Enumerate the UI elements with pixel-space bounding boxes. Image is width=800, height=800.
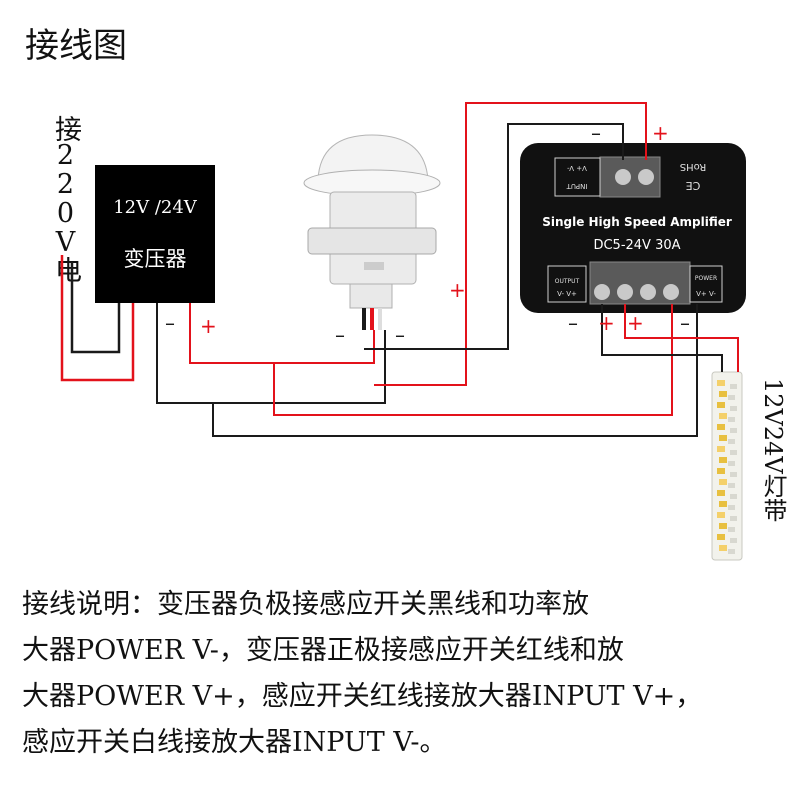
power-plus-mark: + [627,311,644,335]
led-chips [717,380,737,554]
transformer-voltage: 12V /24V [113,197,197,218]
led-resistor [728,527,735,532]
amplifier-name: Single High Speed Amplifier [542,215,732,229]
amplifier-output-label: OUTPUT [555,278,580,285]
led-resistor [728,549,735,554]
led-chip [717,446,725,452]
amplifier-power-terminals: V+ V- [696,290,716,298]
sensor-right-minus-mark: – [395,323,405,347]
led-resistor [728,395,735,400]
led-chip [717,490,725,496]
mains-label: 接220V电 [50,115,81,281]
input-minus-mark: – [591,121,601,145]
led-chip [719,545,727,551]
led-chip [717,512,725,518]
wire-power-minus [212,304,698,437]
amplifier-input-terminals: V+ V- [567,164,587,172]
amplifier-output-terminals: V- V+ [557,290,577,298]
instruction-line-4: 感应开关白线接放大器INPUT V-。 [22,727,447,758]
polarity-marks: – + – – + – + – + + – [165,121,690,347]
wire-xfmr-minus-to-sensor-black [156,303,386,404]
amplifier-input-label: INPUT [566,182,588,190]
led-resistor [730,538,737,543]
mains-wire-black [70,262,121,354]
mains-wires [60,255,135,382]
amplifier-input-panel [554,157,601,197]
led-resistor [730,450,737,455]
sensor-clip [364,262,384,270]
amplifier-input-screw-plus [638,169,654,185]
led-chip [719,523,727,529]
amplifier-rohs: RoHS [680,161,706,172]
wire-output-plus-to-led [624,304,739,372]
xfmr-minus-mark: – [165,311,175,335]
led-resistor [730,428,737,433]
led-chip [717,402,725,408]
wire-power-plus [273,304,673,416]
output-plus-mark: + [598,311,615,335]
led-chip [717,380,725,386]
wire-sensor-red-to-input-plus [374,102,647,386]
led-strip-label: 12V24V灯带 [759,378,787,522]
transformer-name: 变压器 [123,247,187,271]
led-resistor [728,505,735,510]
sensor-dome [317,134,429,181]
led-strip [711,371,743,561]
instruction-line-1: 接线说明：变压器负极接感应开关黑线和功率放 [22,589,589,620]
led-chip [719,479,727,485]
mains-wire-red [60,255,135,382]
amplifier-out-screw-1 [594,284,610,300]
amplifier-output-panel [547,265,587,303]
xfmr-plus-mark: + [200,314,217,338]
diagram-title: 接线图 [25,26,127,66]
led-chip [719,413,727,419]
led-resistor [730,516,737,521]
amplifier-input-screw-minus [615,169,631,185]
led-chip [719,391,727,397]
led-resistor [728,483,735,488]
wire-sensor-white-to-input-minus [364,123,624,350]
led-chip [719,457,727,463]
amplifier-out-screw-2 [617,284,633,300]
instruction-line-3: 大器POWER V+，感应开关红线接放大器INPUT V+， [22,681,703,712]
led-chip [719,501,727,507]
wiring-instructions: 接线说明：变压器负极接感应开关黑线和功率放 大器POWER V-，变压器正极接感… [22,582,792,766]
led-resistor [730,406,737,411]
circuit-wires [156,102,739,437]
amplifier-out-screw-3 [640,284,656,300]
amplifier-rating: DC5-24V 30A [593,238,680,253]
amplifier-out-screw-4 [663,284,679,300]
led-resistor [730,472,737,477]
sensor-red-plus-mark: + [449,278,466,302]
power-minus-mark: – [680,311,690,335]
instruction-line-2: 大器POWER V-，变压器正极接感应开关红线和放 [22,635,624,666]
sensor-neck [349,283,393,309]
sensor-left-minus-mark: – [335,323,345,347]
led-chip [717,424,725,430]
amplifier-unit: INPUT V+ V- RoHS CE Single High Speed Am… [520,143,746,313]
input-plus-mark: + [652,121,669,145]
led-chip [717,534,725,540]
wire-xfmr-plus-to-sensor-red [189,303,375,364]
led-resistor [730,384,737,389]
wire-output-minus-to-led [601,304,723,372]
led-resistor [728,461,735,466]
amplifier-ce-mark: CE [686,179,701,192]
led-chip [717,468,725,474]
led-strip-body [711,371,743,561]
sensor-nut [307,227,437,255]
led-resistor [728,417,735,422]
motion-sensor [303,134,441,330]
transformer-box: 12V /24V 变压器 [95,165,215,303]
led-resistor [730,494,737,499]
led-resistor [728,439,735,444]
output-minus-mark: – [568,311,578,335]
amplifier-power-panel [689,265,723,303]
led-chip [719,435,727,441]
amplifier-power-label: POWER [695,275,717,282]
